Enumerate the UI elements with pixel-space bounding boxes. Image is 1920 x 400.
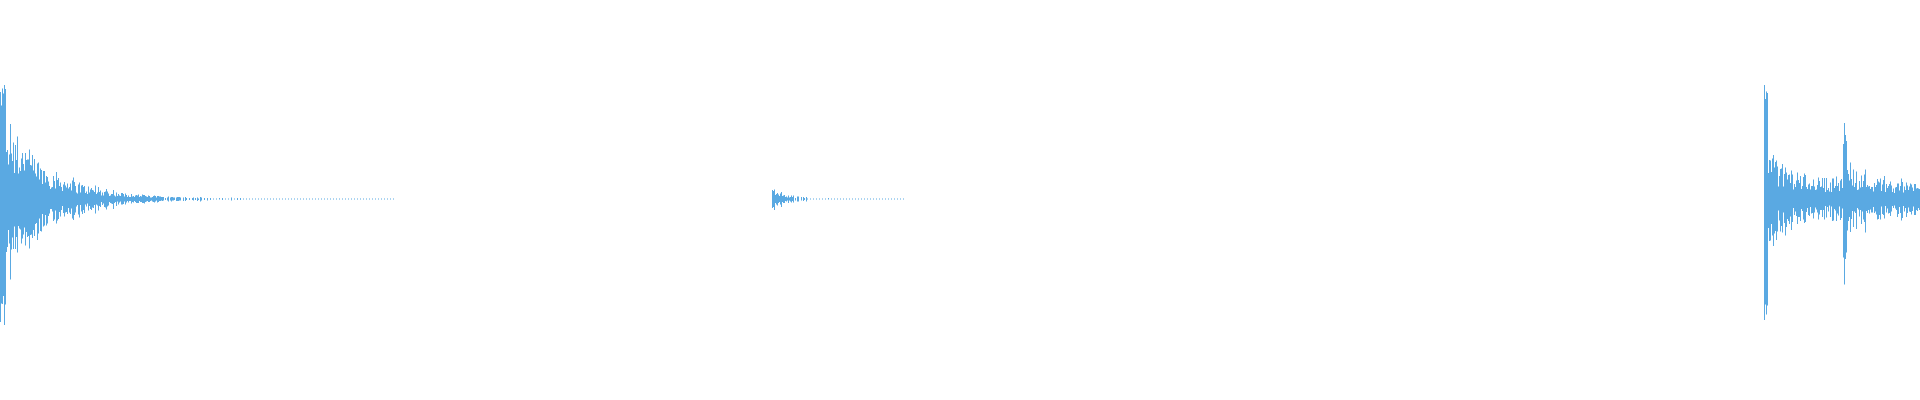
waveform-path xyxy=(772,189,904,210)
waveform-path xyxy=(1843,123,1920,285)
waveform-burst-1 xyxy=(0,84,394,325)
waveform-path xyxy=(0,84,394,325)
waveform-burst-4 xyxy=(1843,123,1920,285)
waveform-burst-3 xyxy=(1764,85,1843,321)
waveform-path xyxy=(1764,85,1843,321)
waveform-burst-2 xyxy=(772,189,904,210)
waveform-trace xyxy=(0,84,1920,325)
